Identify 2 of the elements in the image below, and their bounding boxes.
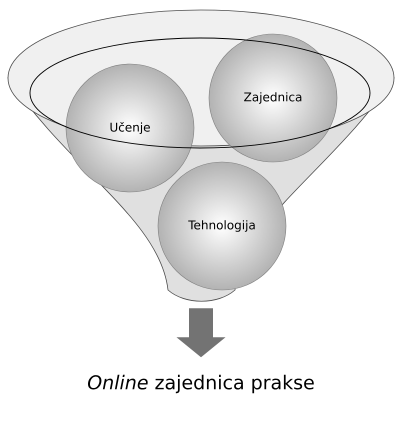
caption-text: Online zajednica prakse (88, 374, 314, 394)
ring-outline (30, 38, 370, 148)
